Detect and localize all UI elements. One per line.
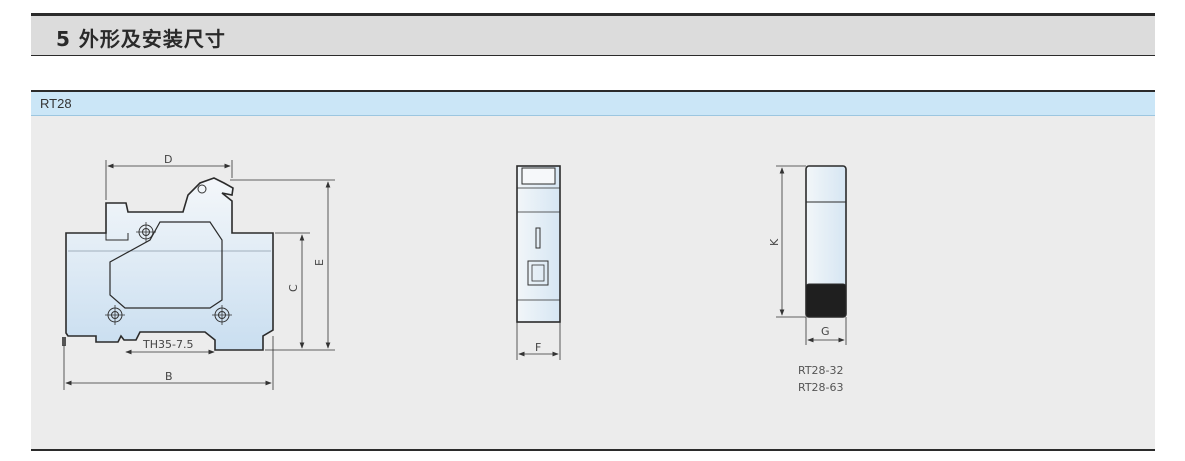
holder-window — [109, 221, 223, 309]
fuse-link-view: K G RT28-32 RT28-63 — [768, 165, 847, 394]
fuse-caption-1: RT28-32 — [798, 364, 844, 377]
screw-right — [212, 305, 232, 325]
dim-f-label: F — [535, 341, 541, 354]
holder-body-outline — [65, 177, 274, 351]
dim-e-label: E — [313, 259, 326, 266]
model-label: RT28 — [40, 96, 72, 111]
dim-d-label: D — [164, 153, 172, 166]
screw-top — [136, 222, 156, 242]
drawing-panel: RT28 — [31, 90, 1155, 451]
hinge-circle — [197, 184, 207, 194]
holder-front-view: F — [516, 165, 561, 360]
front-slot — [535, 227, 541, 249]
dim-k-label: K — [768, 238, 781, 246]
holder-side-view: D E C TH35-7.5 B — [62, 153, 335, 390]
dim-th-label: TH35-7.5 — [142, 338, 193, 351]
section-header: 5 外形及安装尺寸 — [31, 13, 1155, 56]
dim-c-label: C — [287, 284, 300, 292]
fuse-caption-2: RT28-63 — [798, 381, 844, 394]
dim-b-label: B — [165, 370, 173, 383]
front-top-cap — [521, 167, 556, 185]
holder-cover-line — [105, 233, 129, 241]
screw-left — [105, 305, 125, 325]
dim-g-label: G — [821, 325, 830, 338]
fuse-end-cap — [805, 283, 847, 318]
front-body — [516, 165, 561, 323]
model-bar: RT28 — [31, 92, 1155, 116]
section-title: 5 外形及安装尺寸 — [56, 27, 226, 51]
din-rail — [62, 337, 66, 346]
front-window — [527, 260, 549, 286]
